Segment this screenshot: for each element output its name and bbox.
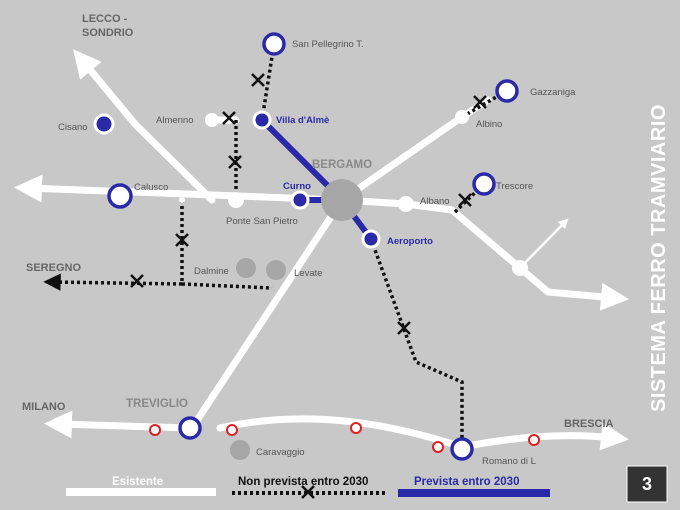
- line-lecco: [73, 49, 216, 204]
- station-dalmine: [236, 258, 256, 278]
- line-treviglio: [188, 196, 346, 432]
- legend-cross-icon: [301, 485, 315, 499]
- label-aeroporto: Aeroporto: [387, 236, 433, 247]
- station-almenno: [205, 113, 219, 127]
- label-levate: Levate: [294, 268, 323, 279]
- label-almenno: Almenno: [156, 115, 194, 126]
- station-curno: [290, 190, 310, 210]
- label-calusco: Calusco: [134, 182, 168, 193]
- legend-existing-swatch: [66, 488, 216, 496]
- page-number: 3: [642, 474, 652, 494]
- station-gazzaniga: [495, 79, 519, 103]
- junction-seregno: [179, 197, 185, 203]
- label-villa-dalme: Villa d'Almè: [276, 115, 329, 126]
- label-sondrio: SONDRIO: [82, 27, 134, 39]
- station-minor-5: [528, 434, 540, 446]
- bergamo-node: [321, 179, 363, 221]
- junction-trescore: [512, 260, 528, 276]
- label-gazzaniga: Gazzaniga: [530, 87, 576, 98]
- not-planned-crosses: [130, 73, 487, 335]
- label-trescore: Trescore: [496, 181, 533, 192]
- label-seregno: SEREGNO: [26, 262, 81, 274]
- label-dalmine: Dalmine: [194, 266, 229, 277]
- line-milano-bergamo: [14, 174, 346, 204]
- page-number-box: [626, 465, 668, 503]
- station-minor-1: [149, 424, 161, 436]
- station-ponte-san-pietro: [228, 192, 244, 208]
- station-albano: [398, 196, 414, 212]
- label-treviglio: TREVIGLIO: [126, 398, 188, 410]
- legend-existing-label: Esistente: [112, 476, 163, 488]
- station-cisano: [93, 113, 115, 135]
- station-albino: [455, 110, 469, 124]
- stations: [93, 32, 540, 461]
- label-san-pellegrino: San Pellegrino T.: [292, 39, 364, 50]
- np-san-pellegrino: [260, 43, 276, 121]
- label-bergamo: BERGAMO: [312, 159, 372, 171]
- station-treviglio: [178, 416, 202, 440]
- trescore-branch-arrow: [519, 218, 569, 269]
- label-caravaggio: Caravaggio: [256, 447, 305, 458]
- line-milano-west: [44, 410, 194, 439]
- station-villa-dalme: [252, 110, 272, 130]
- station-caravaggio: [230, 440, 250, 460]
- station-minor-4: [432, 441, 444, 453]
- station-levate: [266, 260, 286, 280]
- label-cisano: Cisano: [58, 122, 88, 133]
- label-albano: Albano: [420, 196, 450, 207]
- label-milano: MILANO: [22, 401, 66, 413]
- np-seregno-west: [43, 273, 183, 291]
- map-title: SISTEMA FERRO TRAMVIARIO: [648, 104, 670, 412]
- station-aeroporto: [361, 229, 381, 249]
- station-romano: [450, 437, 474, 461]
- label-curno: Curno: [283, 181, 311, 192]
- station-calusco: [107, 183, 133, 209]
- station-minor-2: [226, 424, 238, 436]
- station-san-pellegrino: [262, 32, 286, 56]
- station-minor-3: [350, 422, 362, 434]
- label-albino: Albino: [476, 119, 502, 130]
- line-brescia-spur: [338, 196, 629, 311]
- station-trescore: [472, 172, 496, 196]
- labels: LECCO - SONDRIO San Pellegrino T. Almenn…: [22, 13, 614, 467]
- label-romano: Romano di L: [482, 456, 536, 467]
- label-ponte-san-pietro: Ponte San Pietro: [226, 216, 298, 227]
- np-aeroporto-romano: [369, 238, 464, 447]
- label-brescia: BRESCIA: [564, 418, 614, 430]
- legend-not-planned-label: Non prevista entro 2030: [238, 476, 368, 488]
- label-lecco: LECCO -: [82, 13, 128, 25]
- legend-planned-swatch: [398, 489, 550, 497]
- legend-planned-label: Prevista entro 2030: [414, 476, 519, 488]
- legend: Esistente Non prevista entro 2030 Previs…: [66, 476, 550, 499]
